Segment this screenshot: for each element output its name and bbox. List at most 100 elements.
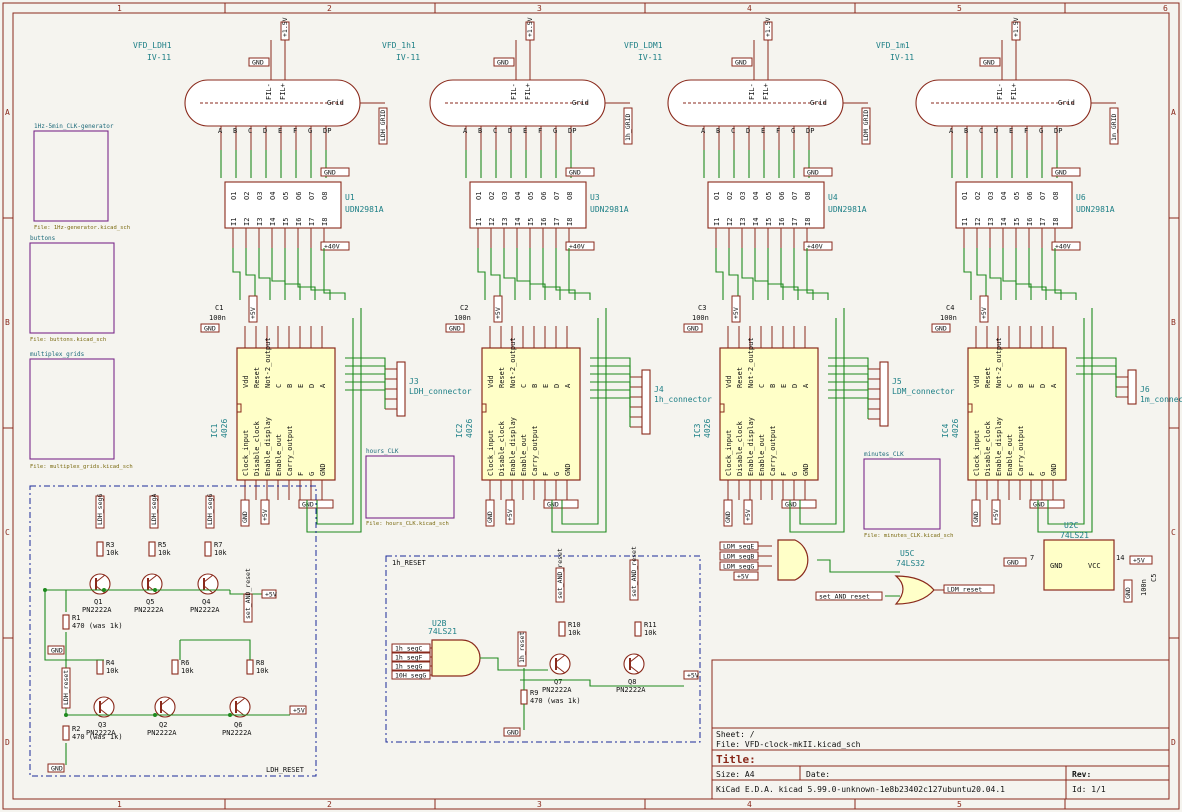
driver-in-pin: I7 — [1039, 218, 1047, 226]
tube-pin-fil-minus: FIL- — [996, 83, 1004, 100]
grid-label-text: LDM_GRID — [862, 110, 870, 141]
driver-out-pin: O5 — [527, 192, 535, 200]
vdd-5v-flag-text: +5V — [737, 573, 749, 581]
counter-top-pin: D — [791, 384, 799, 388]
driver-ic — [707, 181, 825, 229]
counter-top-pin: A — [319, 383, 327, 388]
channel-4: VFD_1m1IV-11FIL-FIL+GridGND+1.5V1m_GRIDA… — [876, 17, 1182, 533]
counter-top-pin: Vdd — [725, 375, 733, 388]
driver-ref: U4 — [828, 193, 838, 202]
tube-pin-fil-plus: FIL+ — [762, 83, 770, 100]
vs-40v-flag-text: +40V — [807, 243, 823, 251]
driver-in-pin: I5 — [765, 218, 773, 226]
transistor-value: PN2222A — [222, 729, 252, 737]
driver-out-pin: O2 — [488, 192, 496, 200]
net-label: 1h_reset — [517, 631, 527, 667]
resistor-ref: R5 — [158, 541, 166, 549]
gnd-flag: GND — [979, 57, 1001, 67]
row-label: A — [5, 108, 10, 117]
counter-top-pin: C — [1006, 384, 1014, 388]
resistor-value: 470 (was 1k) — [72, 733, 123, 741]
sheet-minutes-clk[interactable] — [863, 458, 941, 530]
counter-top-pin: Reset — [984, 367, 992, 388]
vcc-1v5-flag-text: +1.5V — [281, 17, 289, 37]
counter-bottom-pin: Carry_output — [769, 425, 777, 476]
input-label: LDM_segG — [719, 561, 759, 571]
sheet-1hz-generator[interactable] — [33, 130, 109, 222]
transistor-ref: Q7 — [554, 678, 562, 686]
input-label: 1h_segG — [391, 661, 431, 671]
hierarchical-sheets: 1Hz-5min_CLK-generator File: 1Hz-generat… — [29, 123, 953, 539]
vdd-5v-flag-text: +5V — [494, 307, 502, 319]
driver-out-pin: O2 — [243, 192, 251, 200]
vdd-5v-flag-text: +5V — [687, 672, 699, 680]
driver-in-pin: I4 — [514, 218, 522, 226]
counter-bottom-pin: GND — [802, 463, 810, 476]
u2c-vcc-pin: VCC — [1088, 562, 1101, 570]
grid-label: 1h_GRID — [623, 107, 633, 145]
sheet-multiplex-grids[interactable] — [29, 358, 115, 460]
vdd-5v-flag-text: +5V — [1133, 557, 1145, 565]
gnd-flag: GND — [781, 499, 817, 509]
grid-label: 1m_GRID — [1109, 107, 1119, 145]
driver-value: UDN2981A — [590, 205, 629, 214]
gnd-flag-text: GND — [972, 511, 980, 523]
frame-column-marks — [3, 3, 1179, 809]
tube-seg-pin: A — [949, 127, 954, 135]
driver-in-pin: I6 — [540, 218, 548, 226]
vcc-1v5-flag-text: +1.5V — [764, 17, 772, 37]
counter-bottom-pin: Disable_clock — [984, 420, 992, 476]
gate-value: 74LS21 — [428, 627, 457, 636]
driver-out-pin: O1 — [713, 192, 721, 200]
tube-pin-fil-minus: FIL- — [510, 83, 518, 100]
net-label: LDH_segA — [149, 494, 159, 529]
counter-top-pin: A — [1050, 383, 1058, 388]
counter-bottom-pin: GND — [1050, 463, 1058, 476]
vcc-1v5-flag-text: +1.5V — [1012, 17, 1020, 37]
sheet-name: 1Hz-5min_CLK-generator — [34, 123, 114, 130]
sheet-file: File: hours_CLK.kicad_sch — [366, 521, 449, 527]
vdd-5v-flag: +5V — [743, 499, 753, 525]
tube-seg-pin: DP — [806, 127, 814, 135]
gnd-flag: GND — [485, 499, 495, 527]
tube-seg-pin: E — [278, 127, 282, 135]
tube-seg-pin: F — [538, 127, 542, 135]
row-label: A — [1171, 108, 1176, 117]
col-label: 4 — [747, 800, 752, 809]
counter-top-pin: B — [286, 384, 294, 388]
gnd-flag: GND — [731, 57, 753, 67]
net-label-text: 1h_reset — [518, 632, 526, 663]
gnd-flag: GND — [565, 167, 595, 177]
driver-ref: U3 — [590, 193, 600, 202]
resistor-value: 10k — [214, 549, 227, 557]
vdd-5v-flag-text: +5V — [293, 707, 305, 715]
gnd-flag: GND — [543, 499, 579, 509]
col-label: 2 — [327, 4, 332, 13]
driver-out-pin: O6 — [295, 192, 303, 200]
counter-bottom-pin: Carry_output — [531, 425, 539, 476]
tb-title: Title: — [716, 753, 756, 766]
set-and-reset-label-text: set_AND_reset — [819, 593, 870, 601]
driver-ic — [224, 181, 342, 229]
driver-value: UDN2981A — [828, 205, 867, 214]
cap-value: 100n — [692, 314, 709, 322]
tb-sheet: Sheet: / — [716, 730, 755, 739]
vdd-5v-flag: +5V — [683, 670, 699, 680]
net-label-text: LDH_reset — [62, 670, 70, 705]
tb-tool: KiCad E.D.A. kicad 5.99.0-unknown-1e8b23… — [716, 785, 1005, 794]
counter-top-pin: Vdd — [973, 375, 981, 388]
counter-value: 4026 — [465, 419, 474, 438]
display-channels: VFD_LDH1IV-11FIL-FIL+GridGND+1.5VLDH_GRI… — [133, 17, 1182, 533]
row-label: C — [1171, 528, 1176, 537]
sheet-buttons[interactable] — [29, 242, 115, 334]
net-label-text: set_AND_reset — [244, 568, 252, 619]
gnd-flag: GND — [248, 57, 270, 67]
sheet-hours-clk[interactable] — [365, 455, 455, 519]
driver-out-pin: O5 — [1013, 192, 1021, 200]
counter-value: 4026 — [220, 419, 229, 438]
